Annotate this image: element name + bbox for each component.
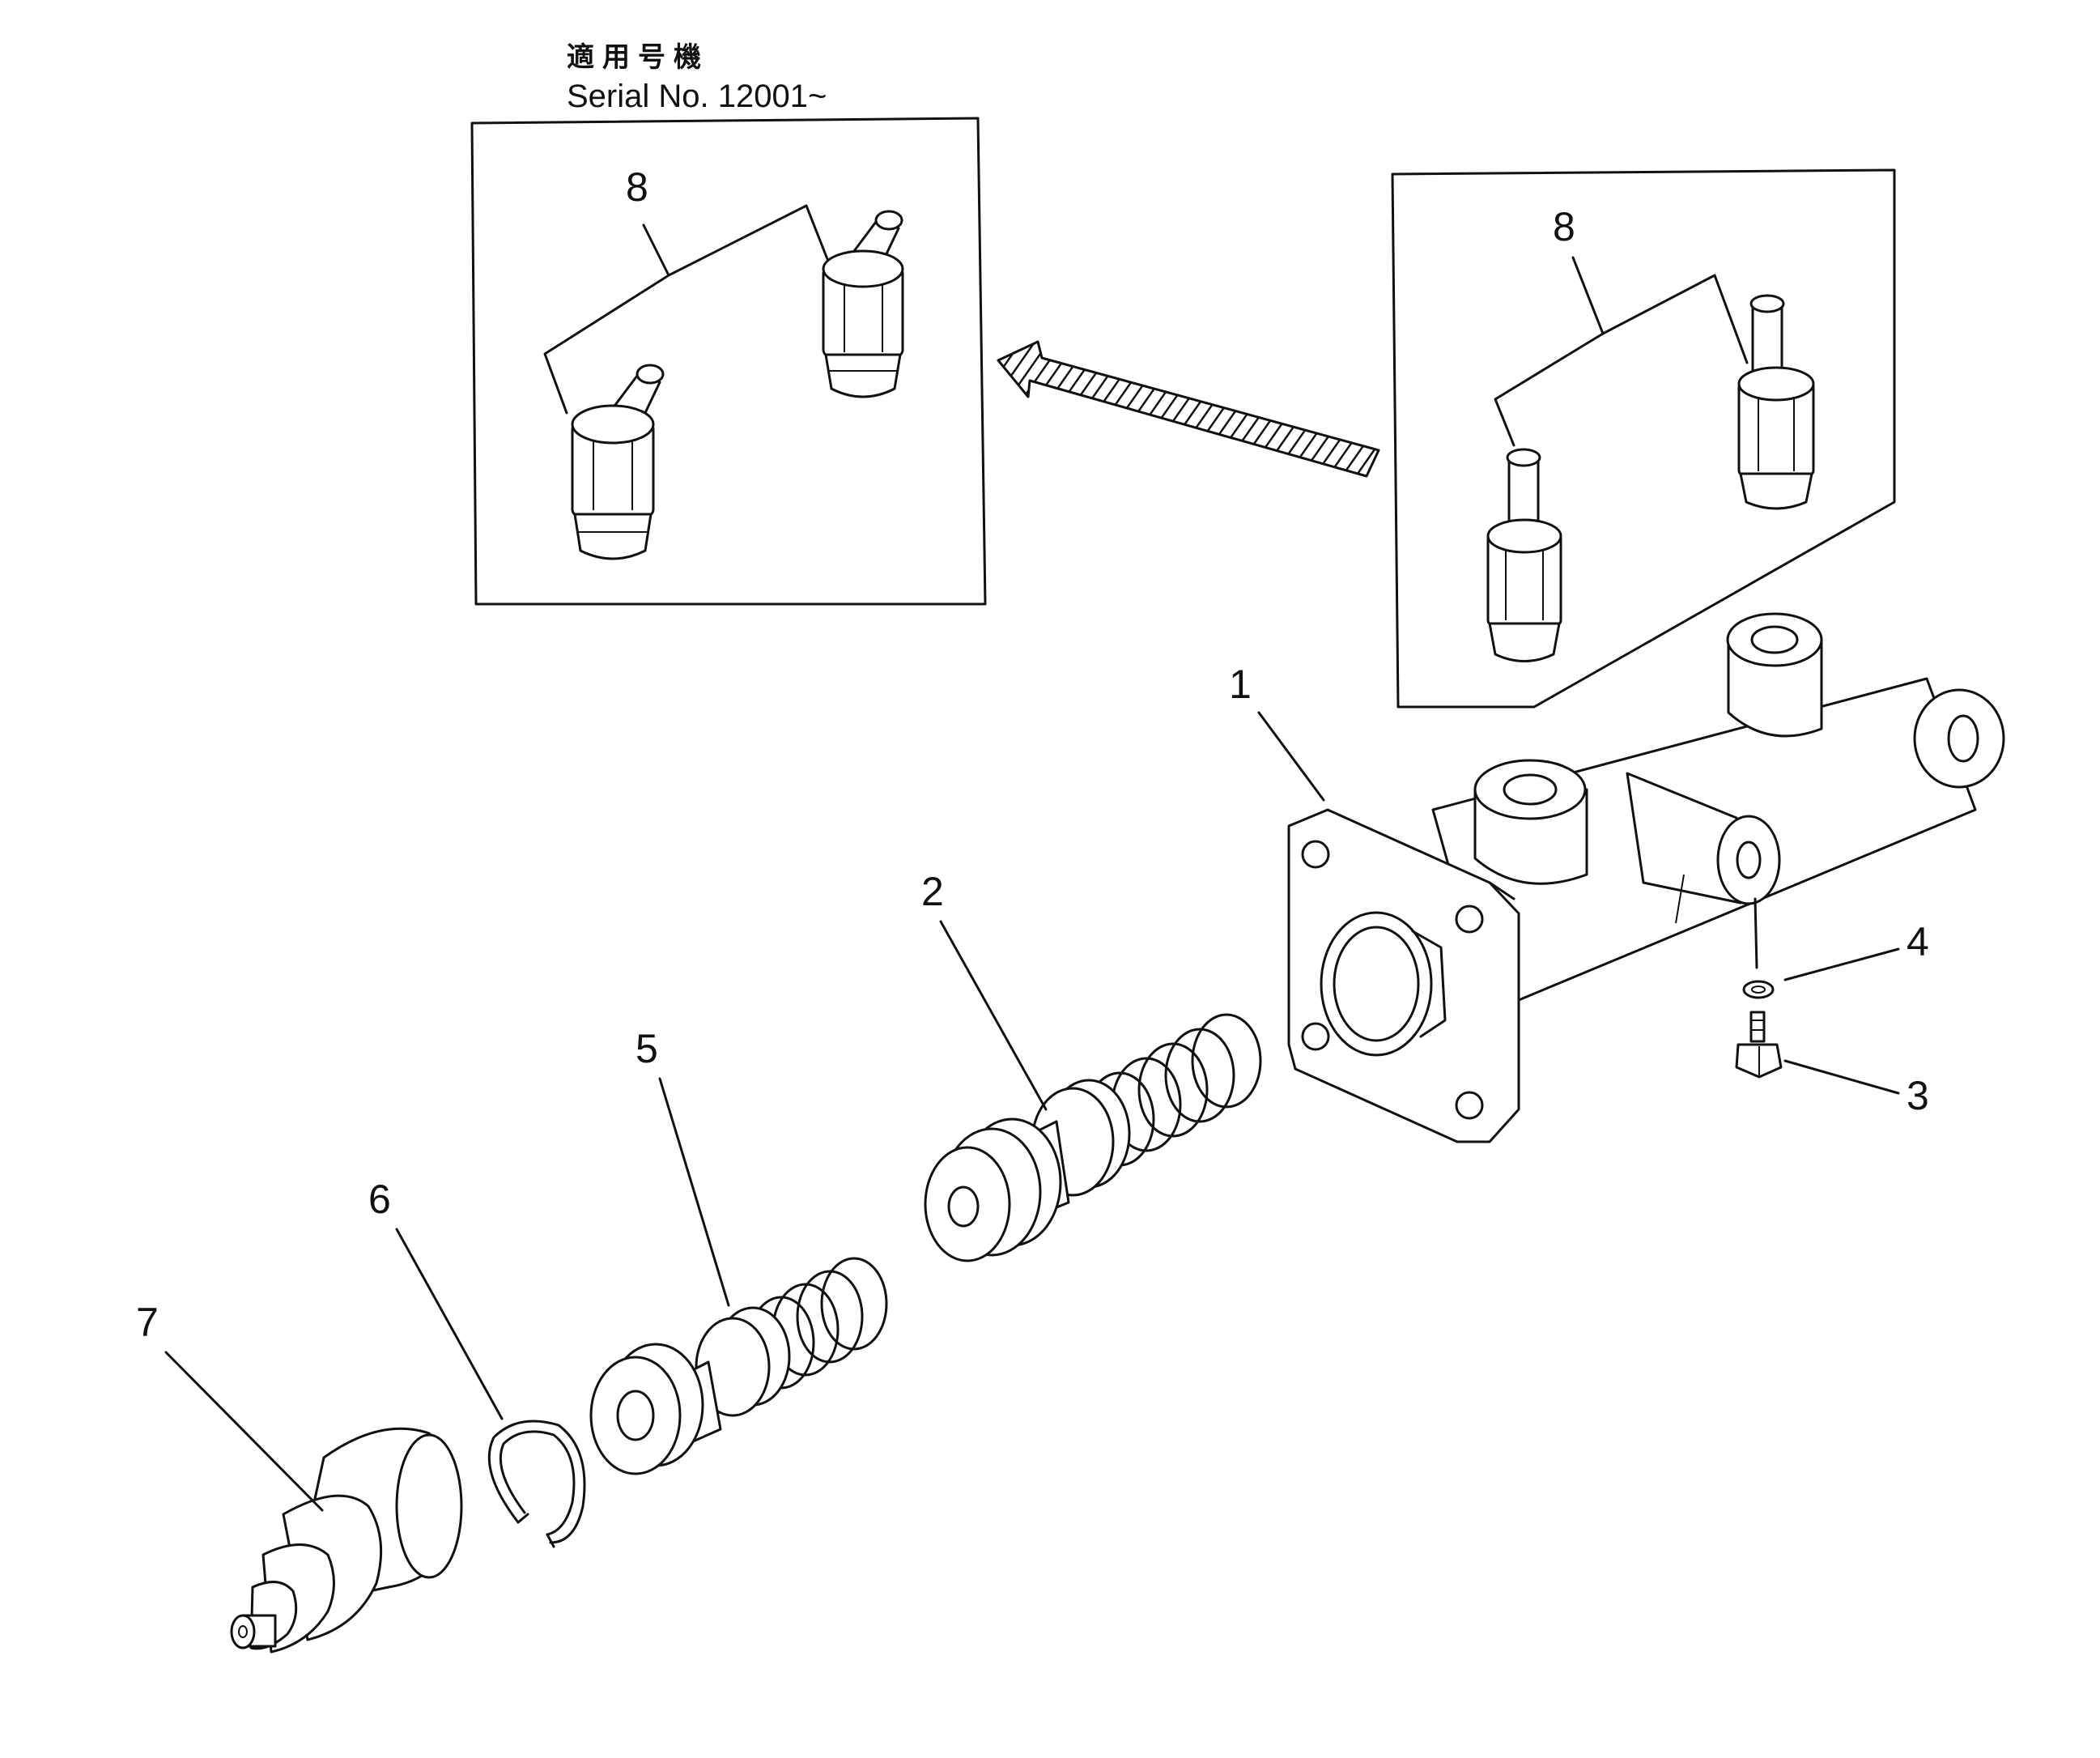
callout-7: 7 xyxy=(136,1300,159,1345)
part-1-cylinder-body: 1 xyxy=(1229,612,2005,1143)
straight-fitting-upper xyxy=(1737,294,1815,510)
inset-label-japanese: 適用号機 xyxy=(567,41,709,74)
part-4-washer: 4 xyxy=(1742,897,1929,999)
callout-4: 4 xyxy=(1907,919,1929,964)
callout-8-right: 8 xyxy=(1553,204,1575,249)
inset-box-right: 8 xyxy=(1391,168,1896,709)
part-7-boot: 7 xyxy=(136,1300,463,1654)
inset-box-left: 8 xyxy=(470,117,987,606)
part-3-bleeder-screw: 3 xyxy=(1735,1011,1929,1118)
callout-1: 1 xyxy=(1229,662,1252,707)
callout-8-left: 8 xyxy=(626,164,648,210)
angled-fitting-lower xyxy=(571,364,665,560)
part-2-primary-piston: 2 xyxy=(921,869,1262,1262)
inset-label-serial: Serial No. 12001~ xyxy=(567,79,827,114)
hatched-arrow xyxy=(997,340,1380,478)
callout-6: 6 xyxy=(368,1177,391,1222)
straight-fitting-lower xyxy=(1486,448,1562,662)
part-5-secondary-piston: 5 xyxy=(589,1026,888,1475)
callout-5: 5 xyxy=(636,1026,658,1071)
callout-3: 3 xyxy=(1907,1073,1929,1118)
part-6-snap-ring: 6 xyxy=(368,1177,586,1548)
angled-fitting-upper xyxy=(822,210,904,398)
callout-2: 2 xyxy=(921,869,944,914)
